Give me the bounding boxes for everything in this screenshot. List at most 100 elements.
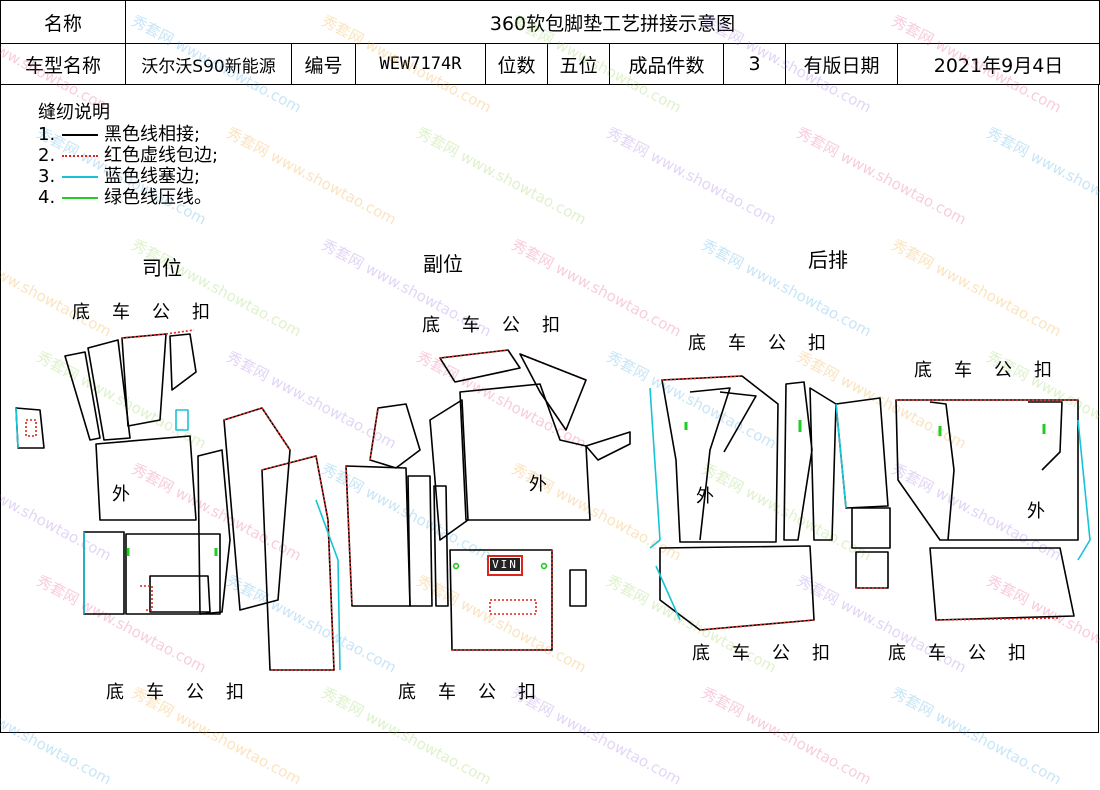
driver-piece-small-window	[175, 409, 189, 431]
rear-piece-right-strip-2	[1028, 401, 1063, 471]
blue-line-swatch	[62, 175, 98, 178]
date-label: 有版日期	[785, 43, 898, 85]
bottom-label-driver-bottom: 底车公扣	[106, 682, 266, 703]
passenger-piece-main	[459, 383, 591, 521]
driver-piece-top	[121, 333, 167, 427]
passenger-piece-center-strip	[429, 399, 469, 541]
driver-piece-lower-main	[125, 533, 221, 615]
pattern-pieces	[15, 329, 1091, 671]
green-line-swatch	[62, 196, 98, 199]
legend-num: 4.	[38, 186, 56, 208]
rear-piece-right-strip-1	[929, 401, 955, 541]
outer-label-rear-right: 外	[1027, 501, 1045, 522]
passenger-piece-left-wing-edge	[369, 407, 379, 461]
rear-piece-left-main	[661, 375, 779, 543]
legend-num: 3.	[38, 165, 56, 187]
driver-piece-hook	[140, 585, 153, 611]
legend-title: 缝纫说明	[38, 102, 110, 123]
passenger-green-dot-1	[452, 562, 460, 570]
driver-piece-tall-blue	[315, 499, 341, 671]
sheet-border	[0, 84, 1099, 733]
legend-text: 绿色线压线。	[104, 186, 212, 208]
passenger-pieces	[345, 349, 631, 651]
bottom-label-rear-bottom-right: 底车公扣	[888, 643, 1048, 664]
bottom-label-passenger-top: 底车公扣	[422, 315, 582, 336]
rear-piece-left-main-edge	[661, 375, 743, 381]
passenger-piece-top-right	[519, 353, 587, 431]
rear-piece-center-tab	[855, 551, 889, 589]
date-value: 2021年9月4日	[896, 43, 1100, 85]
passenger-piece-lower-edge	[452, 550, 553, 651]
diagram-title: 360软包脚垫工艺拼接示意图	[124, 0, 1100, 44]
driver-pieces	[15, 329, 341, 671]
passenger-piece-right-arm	[585, 431, 631, 461]
bottom-label-passenger-bottom: 底车公扣	[398, 682, 558, 703]
rear-piece-right-main	[895, 399, 1079, 541]
outer-label-driver: 外	[112, 484, 130, 505]
legend-item-1: 1. 黑色线相接;	[38, 124, 218, 145]
rear-piece-bottom-left-blue	[655, 565, 681, 621]
seats-value: 五位	[547, 43, 610, 85]
rear-piece-mid-right-blue	[835, 403, 847, 509]
driver-piece-right-side	[197, 449, 231, 615]
legend-text: 红色虚线包边;	[104, 144, 219, 166]
driver-piece-top-edge	[121, 329, 195, 339]
passenger-piece-lower	[449, 549, 553, 651]
passenger-green-dot-2	[540, 562, 548, 570]
rear-piece-right-blue	[1077, 419, 1091, 561]
model-value: 沃尔沃S90新能源	[125, 43, 292, 85]
count-value: 3	[723, 43, 786, 85]
bottom-label-rear-top-left: 底车公扣	[688, 333, 848, 354]
rear-piece-bottom-left	[659, 545, 815, 631]
driver-section-title: 司位	[142, 256, 182, 280]
driver-piece-left-tab-edge	[15, 407, 19, 449]
rear-piece-left-curve-1	[689, 387, 731, 541]
outer-label-passenger: 外	[529, 474, 547, 495]
driver-piece-tall	[261, 455, 335, 671]
legend-item-4: 4. 绿色线压线。	[38, 187, 218, 208]
driver-piece-tab-inner	[25, 419, 37, 437]
black-line-swatch	[62, 133, 98, 136]
passenger-piece-top-edge	[439, 349, 587, 381]
passenger-piece-strip-a	[407, 475, 433, 607]
red-dotted-swatch	[62, 154, 98, 157]
rear-piece-center-bottom	[851, 507, 891, 549]
legend-text: 蓝色线塞边;	[104, 165, 201, 187]
rear-green-mark-1	[684, 420, 802, 432]
rear-green-mark-2	[938, 424, 1046, 436]
driver-piece-side-edge	[223, 407, 291, 451]
count-label: 成品件数	[609, 43, 724, 85]
rear-pieces	[649, 375, 1091, 631]
rear-piece-left-outer-blue	[649, 387, 661, 549]
driver-piece-main	[95, 435, 197, 521]
passenger-piece-lower-slot	[489, 599, 537, 615]
passenger-piece-left-long	[345, 465, 411, 607]
vin-badge: VIN	[487, 555, 523, 576]
legend-item-3: 3. 蓝色线塞边;	[38, 166, 218, 187]
rear-piece-bottom-left-edge	[699, 619, 815, 631]
bottom-label-driver-top: 底车公扣	[72, 302, 232, 323]
rear-piece-mid-strips	[783, 381, 837, 541]
passenger-piece-top	[439, 349, 521, 383]
driver-piece-right-strip	[169, 333, 197, 391]
driver-piece-strip-2	[87, 339, 131, 441]
passenger-piece-left-wing	[369, 403, 421, 469]
bottom-label-rear-top-right: 底车公扣	[914, 360, 1074, 381]
passenger-piece-left-long-edge	[345, 465, 353, 607]
driver-piece-lower-mid	[149, 575, 211, 613]
rear-piece-bottom-right	[929, 547, 1075, 621]
name-label: 名称	[0, 0, 126, 44]
passenger-piece-right-small	[569, 569, 587, 607]
sewing-legend: 缝纫说明 1. 黑色线相接; 2. 红色虚线包边; 3. 蓝色线塞边; 4. 绿…	[38, 102, 218, 208]
driver-piece-lower-left	[83, 531, 125, 615]
header-table: 名称 360软包脚垫工艺拼接示意图 车型名称 沃尔沃S90新能源 编号 WEW7…	[0, 0, 1100, 85]
passenger-piece-strip-b	[433, 485, 449, 607]
legend-text: 黑色线相接;	[104, 123, 201, 145]
vin-label: VIN	[490, 558, 520, 571]
rear-piece-left-curve-2	[719, 391, 757, 453]
seats-label: 位数	[485, 43, 548, 85]
driver-piece-strip-left	[64, 351, 101, 441]
driver-piece-tall-edge	[261, 455, 335, 671]
rear-piece-bottom-right-edge	[935, 617, 1061, 621]
